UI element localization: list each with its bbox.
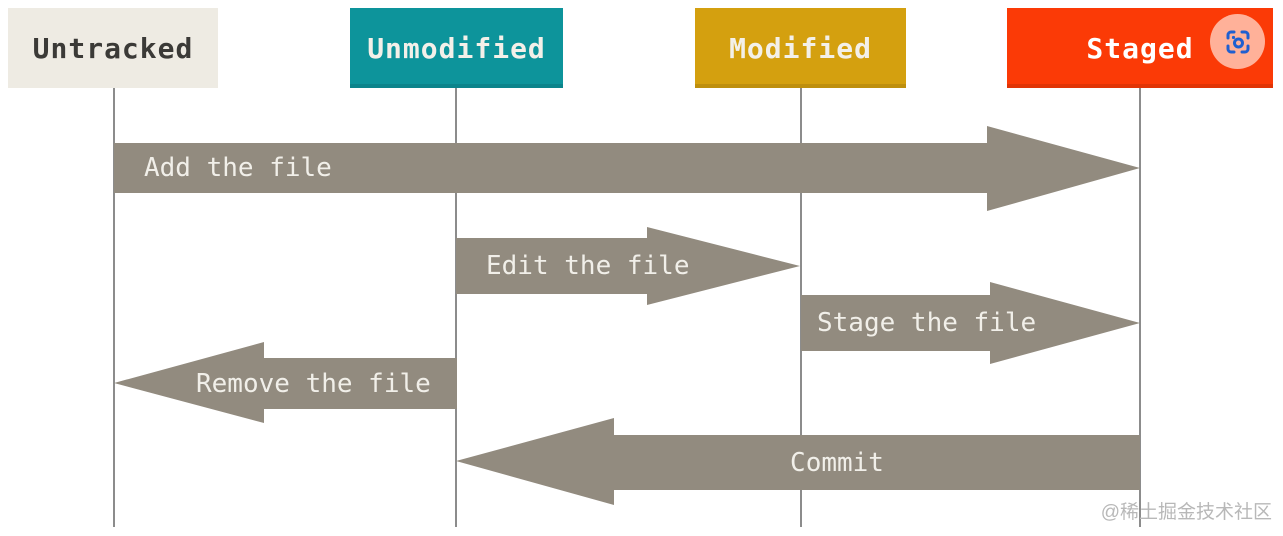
lifeline-staged <box>1139 88 1141 527</box>
arrow-edit-the-file: Edit the file <box>456 227 800 305</box>
watermark: @稀土掘金技术社区 <box>1100 502 1272 523</box>
state-box-untracked: Untracked <box>8 8 218 88</box>
arrow-label-commit: Commit <box>790 447 884 478</box>
arrow-add-the-file: Add the file <box>114 126 1140 211</box>
arrow-label-edit-the-file: Edit the file <box>486 251 690 281</box>
image-scan-icon <box>1222 26 1254 58</box>
image-scan-button[interactable] <box>1210 14 1265 69</box>
lifeline-unmodified <box>455 88 457 527</box>
arrow-remove-the-file: Remove the file <box>114 342 457 423</box>
arrow-label-add-the-file: Add the file <box>144 153 332 183</box>
arrow-stage-the-file: Stage the file <box>801 282 1140 364</box>
state-label-untracked: Untracked <box>32 31 194 65</box>
state-label-staged: Staged <box>1086 31 1194 65</box>
arrow-label-stage-the-file: Stage the file <box>817 308 1037 338</box>
arrow-commit: Commit <box>456 418 1140 505</box>
state-box-unmodified: Unmodified <box>350 8 563 88</box>
state-label-unmodified: Unmodified <box>367 31 546 65</box>
lifeline-untracked <box>113 88 115 527</box>
state-box-modified: Modified <box>695 8 906 88</box>
state-label-modified: Modified <box>729 31 872 65</box>
arrow-label-remove-the-file: Remove the file <box>196 368 431 399</box>
